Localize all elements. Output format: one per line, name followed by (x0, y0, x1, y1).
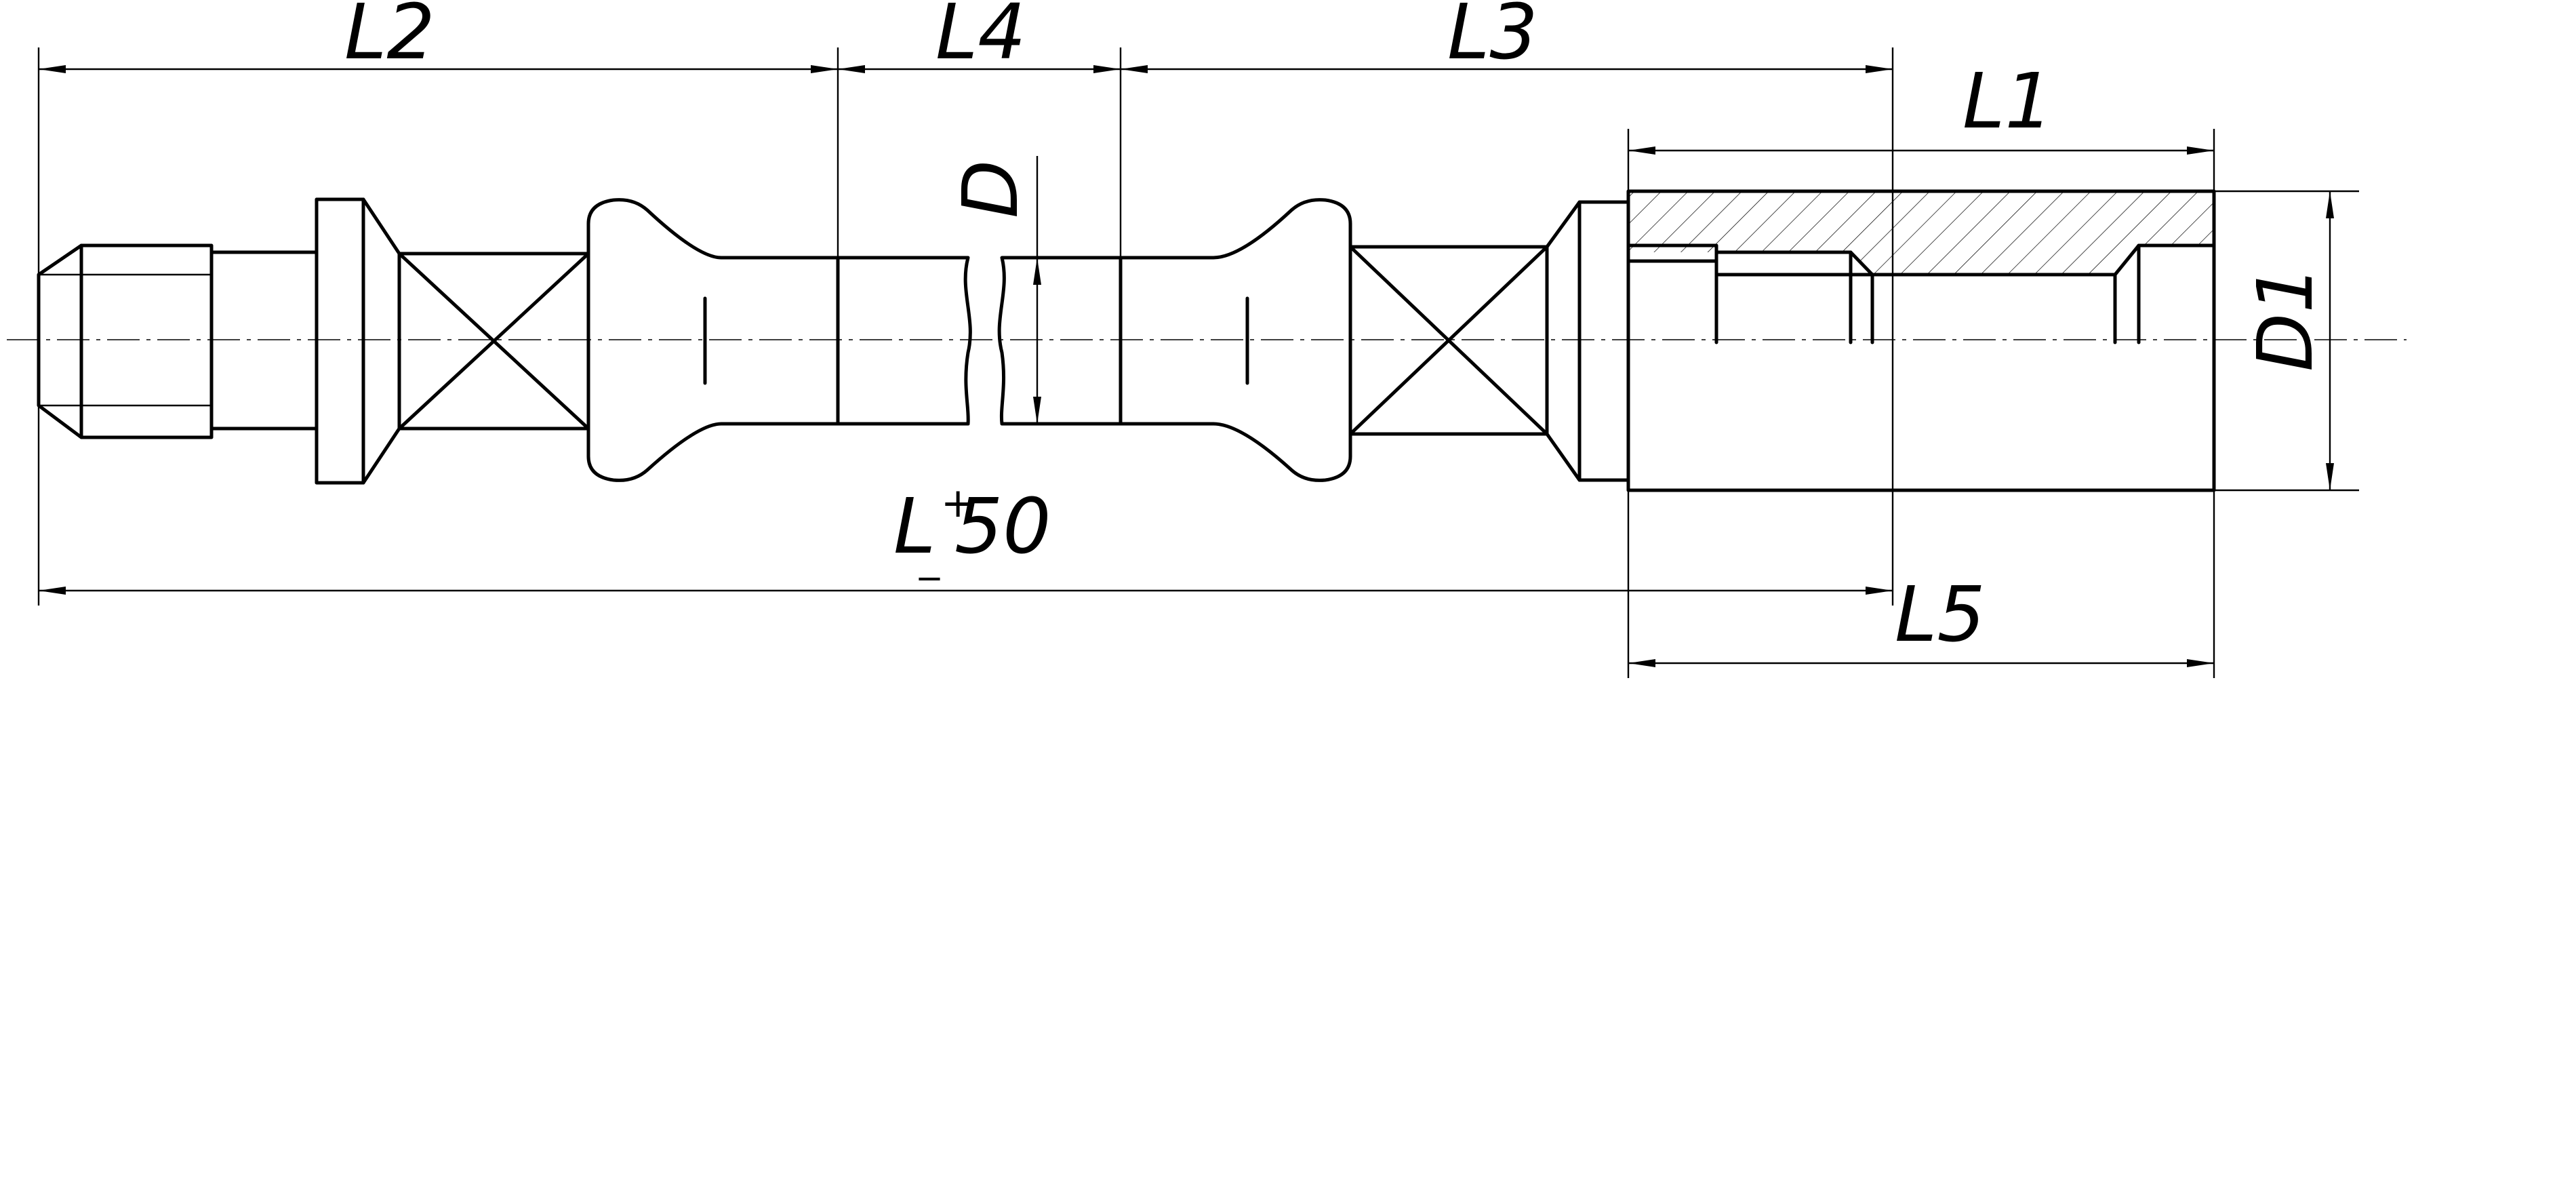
dimensions: L2 L4 L3 L1 D D1 L + 50 _ L5 (37, 0, 2359, 678)
right-bulge (997, 198, 1352, 482)
label-L1: L1 (1963, 58, 2053, 146)
right-collar (1577, 200, 1630, 482)
tolerance-lower: _ (919, 534, 940, 581)
left-bulge (586, 198, 972, 482)
label-L3: L3 (1447, 0, 1538, 77)
right-wrench-flats (1348, 245, 1549, 436)
threaded-end (37, 243, 214, 439)
label-L2: L2 (344, 0, 435, 77)
hatched-section (1628, 191, 2214, 275)
tolerance-value: 50 (954, 483, 1051, 571)
neck (209, 250, 319, 431)
label-L4: L4 (935, 0, 1026, 77)
right-taper (1545, 200, 1582, 482)
left-taper (361, 197, 401, 485)
label-D: D (947, 160, 1035, 218)
socket-housing (1626, 189, 2216, 492)
collar-flange (315, 197, 365, 485)
label-L5: L5 (1895, 571, 1986, 659)
left-wrench-flats (397, 252, 590, 431)
shaft-part (37, 189, 2216, 492)
tolerance-upper: + (941, 479, 975, 527)
label-L: L (893, 483, 935, 571)
label-D1: D1 (2242, 265, 2330, 372)
